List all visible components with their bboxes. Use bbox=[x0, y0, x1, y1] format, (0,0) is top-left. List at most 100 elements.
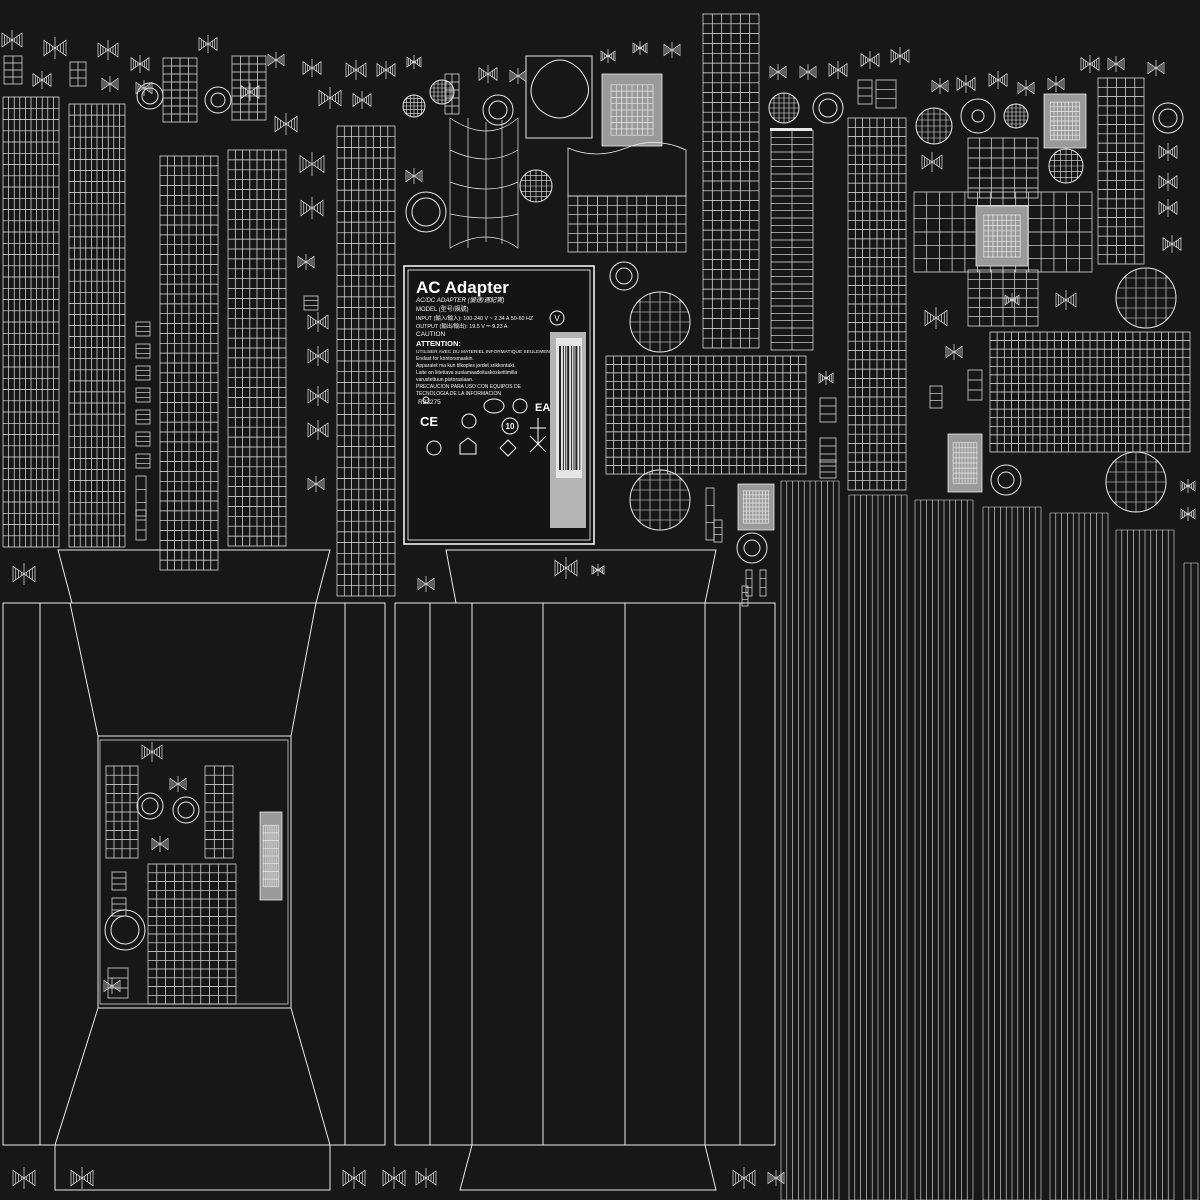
uv-grid-island bbox=[231, 55, 267, 121]
fan-island bbox=[632, 41, 648, 55]
ring-island-inner bbox=[818, 98, 838, 118]
fan-island bbox=[554, 557, 578, 579]
strip-island bbox=[780, 480, 840, 1200]
ring-island-inner bbox=[971, 109, 985, 123]
small-part-island bbox=[819, 459, 837, 479]
fan-island bbox=[307, 386, 329, 406]
ring-island bbox=[990, 464, 1022, 496]
fan-island bbox=[1158, 173, 1178, 191]
ccc-mark-icon bbox=[483, 398, 505, 414]
small-part-island bbox=[929, 385, 943, 409]
ring-island-inner bbox=[210, 92, 226, 108]
fan-island bbox=[274, 113, 298, 135]
level-mark-icon bbox=[501, 417, 519, 435]
uv-grid-island bbox=[770, 129, 814, 351]
ring-island bbox=[136, 792, 164, 820]
fan-island bbox=[302, 59, 322, 77]
fan-island bbox=[307, 346, 329, 366]
safety-mark-icon bbox=[461, 413, 477, 429]
fan-island bbox=[135, 80, 153, 96]
fan-island bbox=[591, 564, 605, 576]
fan-island bbox=[415, 1168, 437, 1188]
small-part-island bbox=[741, 585, 749, 607]
strip-island bbox=[914, 499, 974, 1200]
ring-island bbox=[1152, 102, 1184, 134]
decal-grid bbox=[743, 490, 769, 524]
fan-island bbox=[1180, 479, 1196, 493]
small-part-island bbox=[745, 569, 753, 597]
small-part-island bbox=[759, 569, 767, 597]
fan-island bbox=[130, 55, 150, 73]
fan-island bbox=[417, 576, 435, 592]
uv-grid-island bbox=[68, 103, 126, 548]
fan-island bbox=[509, 68, 527, 84]
fan-island bbox=[945, 344, 963, 360]
fan-island bbox=[342, 1167, 366, 1189]
fan-island bbox=[988, 71, 1008, 89]
fan-island bbox=[345, 60, 367, 80]
small-part-island bbox=[135, 365, 151, 381]
fan-island bbox=[767, 1170, 785, 1186]
fan-island bbox=[376, 61, 396, 79]
small-part-island bbox=[713, 519, 723, 543]
sphere-island-lines bbox=[769, 93, 799, 123]
wave-grid-island bbox=[567, 142, 687, 197]
attention-line: Endast for kontorsmaskin. bbox=[416, 356, 474, 362]
attention-line: varustettuun pistorasiaan. bbox=[416, 377, 473, 383]
uv-grid-island bbox=[967, 137, 1039, 199]
fan-island bbox=[12, 563, 36, 585]
adapter-top-face bbox=[99, 739, 289, 1005]
uv-grid-island bbox=[336, 125, 396, 597]
uv-grid-island bbox=[204, 765, 234, 859]
sphere-island-lines bbox=[1116, 268, 1176, 328]
fan-island bbox=[478, 65, 498, 83]
ring-island bbox=[960, 98, 996, 134]
uv-grid-island bbox=[69, 61, 87, 87]
fan-island bbox=[818, 371, 834, 385]
label-line: INPUT (輸入/輸入): 100-240 V ~ 2.34 A 50-60 … bbox=[416, 314, 534, 322]
fan-island bbox=[799, 64, 817, 80]
fan-island bbox=[382, 1167, 406, 1189]
cert-circle-icon bbox=[422, 396, 430, 404]
fan-island bbox=[70, 1167, 94, 1189]
fan-island bbox=[1004, 293, 1020, 307]
uv-grid-island bbox=[1097, 77, 1145, 265]
fan-island bbox=[732, 1167, 756, 1189]
uv-grid-island bbox=[567, 195, 687, 253]
label-title: AC Adapter bbox=[416, 278, 509, 297]
sphere-island-lines bbox=[520, 170, 552, 202]
label-line: OUTPUT (輸出/輸出): 19.5 V ⎓ 9.23 A bbox=[416, 322, 508, 330]
fan-island bbox=[12, 1167, 36, 1189]
ring-island-inner bbox=[411, 197, 441, 227]
ring-island bbox=[736, 532, 768, 564]
fan-island bbox=[890, 47, 910, 65]
fan-island bbox=[299, 152, 325, 176]
fan-island bbox=[32, 71, 52, 89]
energy-mark-icon bbox=[426, 440, 442, 456]
barcode-sticker bbox=[550, 332, 586, 528]
small-part-island bbox=[135, 387, 151, 403]
ring-island-inner bbox=[615, 267, 633, 285]
version-badge: V bbox=[549, 310, 565, 326]
fan-island bbox=[405, 168, 423, 184]
fan-island bbox=[1047, 76, 1065, 92]
fan-island bbox=[352, 91, 372, 109]
uv-grid-island bbox=[702, 13, 760, 349]
sphere-island-lines bbox=[916, 108, 952, 144]
fan-island bbox=[956, 75, 976, 93]
decal-grid bbox=[983, 214, 1021, 258]
fan-island bbox=[267, 52, 285, 68]
fan-island bbox=[101, 76, 119, 92]
fan-island bbox=[1180, 507, 1196, 521]
ring-island bbox=[204, 86, 232, 114]
fan-island bbox=[860, 51, 880, 69]
fan-island bbox=[307, 312, 329, 332]
fan-island bbox=[1107, 56, 1125, 72]
sphere-island-lines bbox=[403, 95, 425, 117]
label-line: AC/DC ADAPTER (變速/週紀賞) bbox=[415, 296, 504, 304]
fan-island bbox=[600, 49, 616, 63]
uv-grid-island bbox=[847, 117, 907, 491]
small-part-island bbox=[967, 369, 983, 401]
